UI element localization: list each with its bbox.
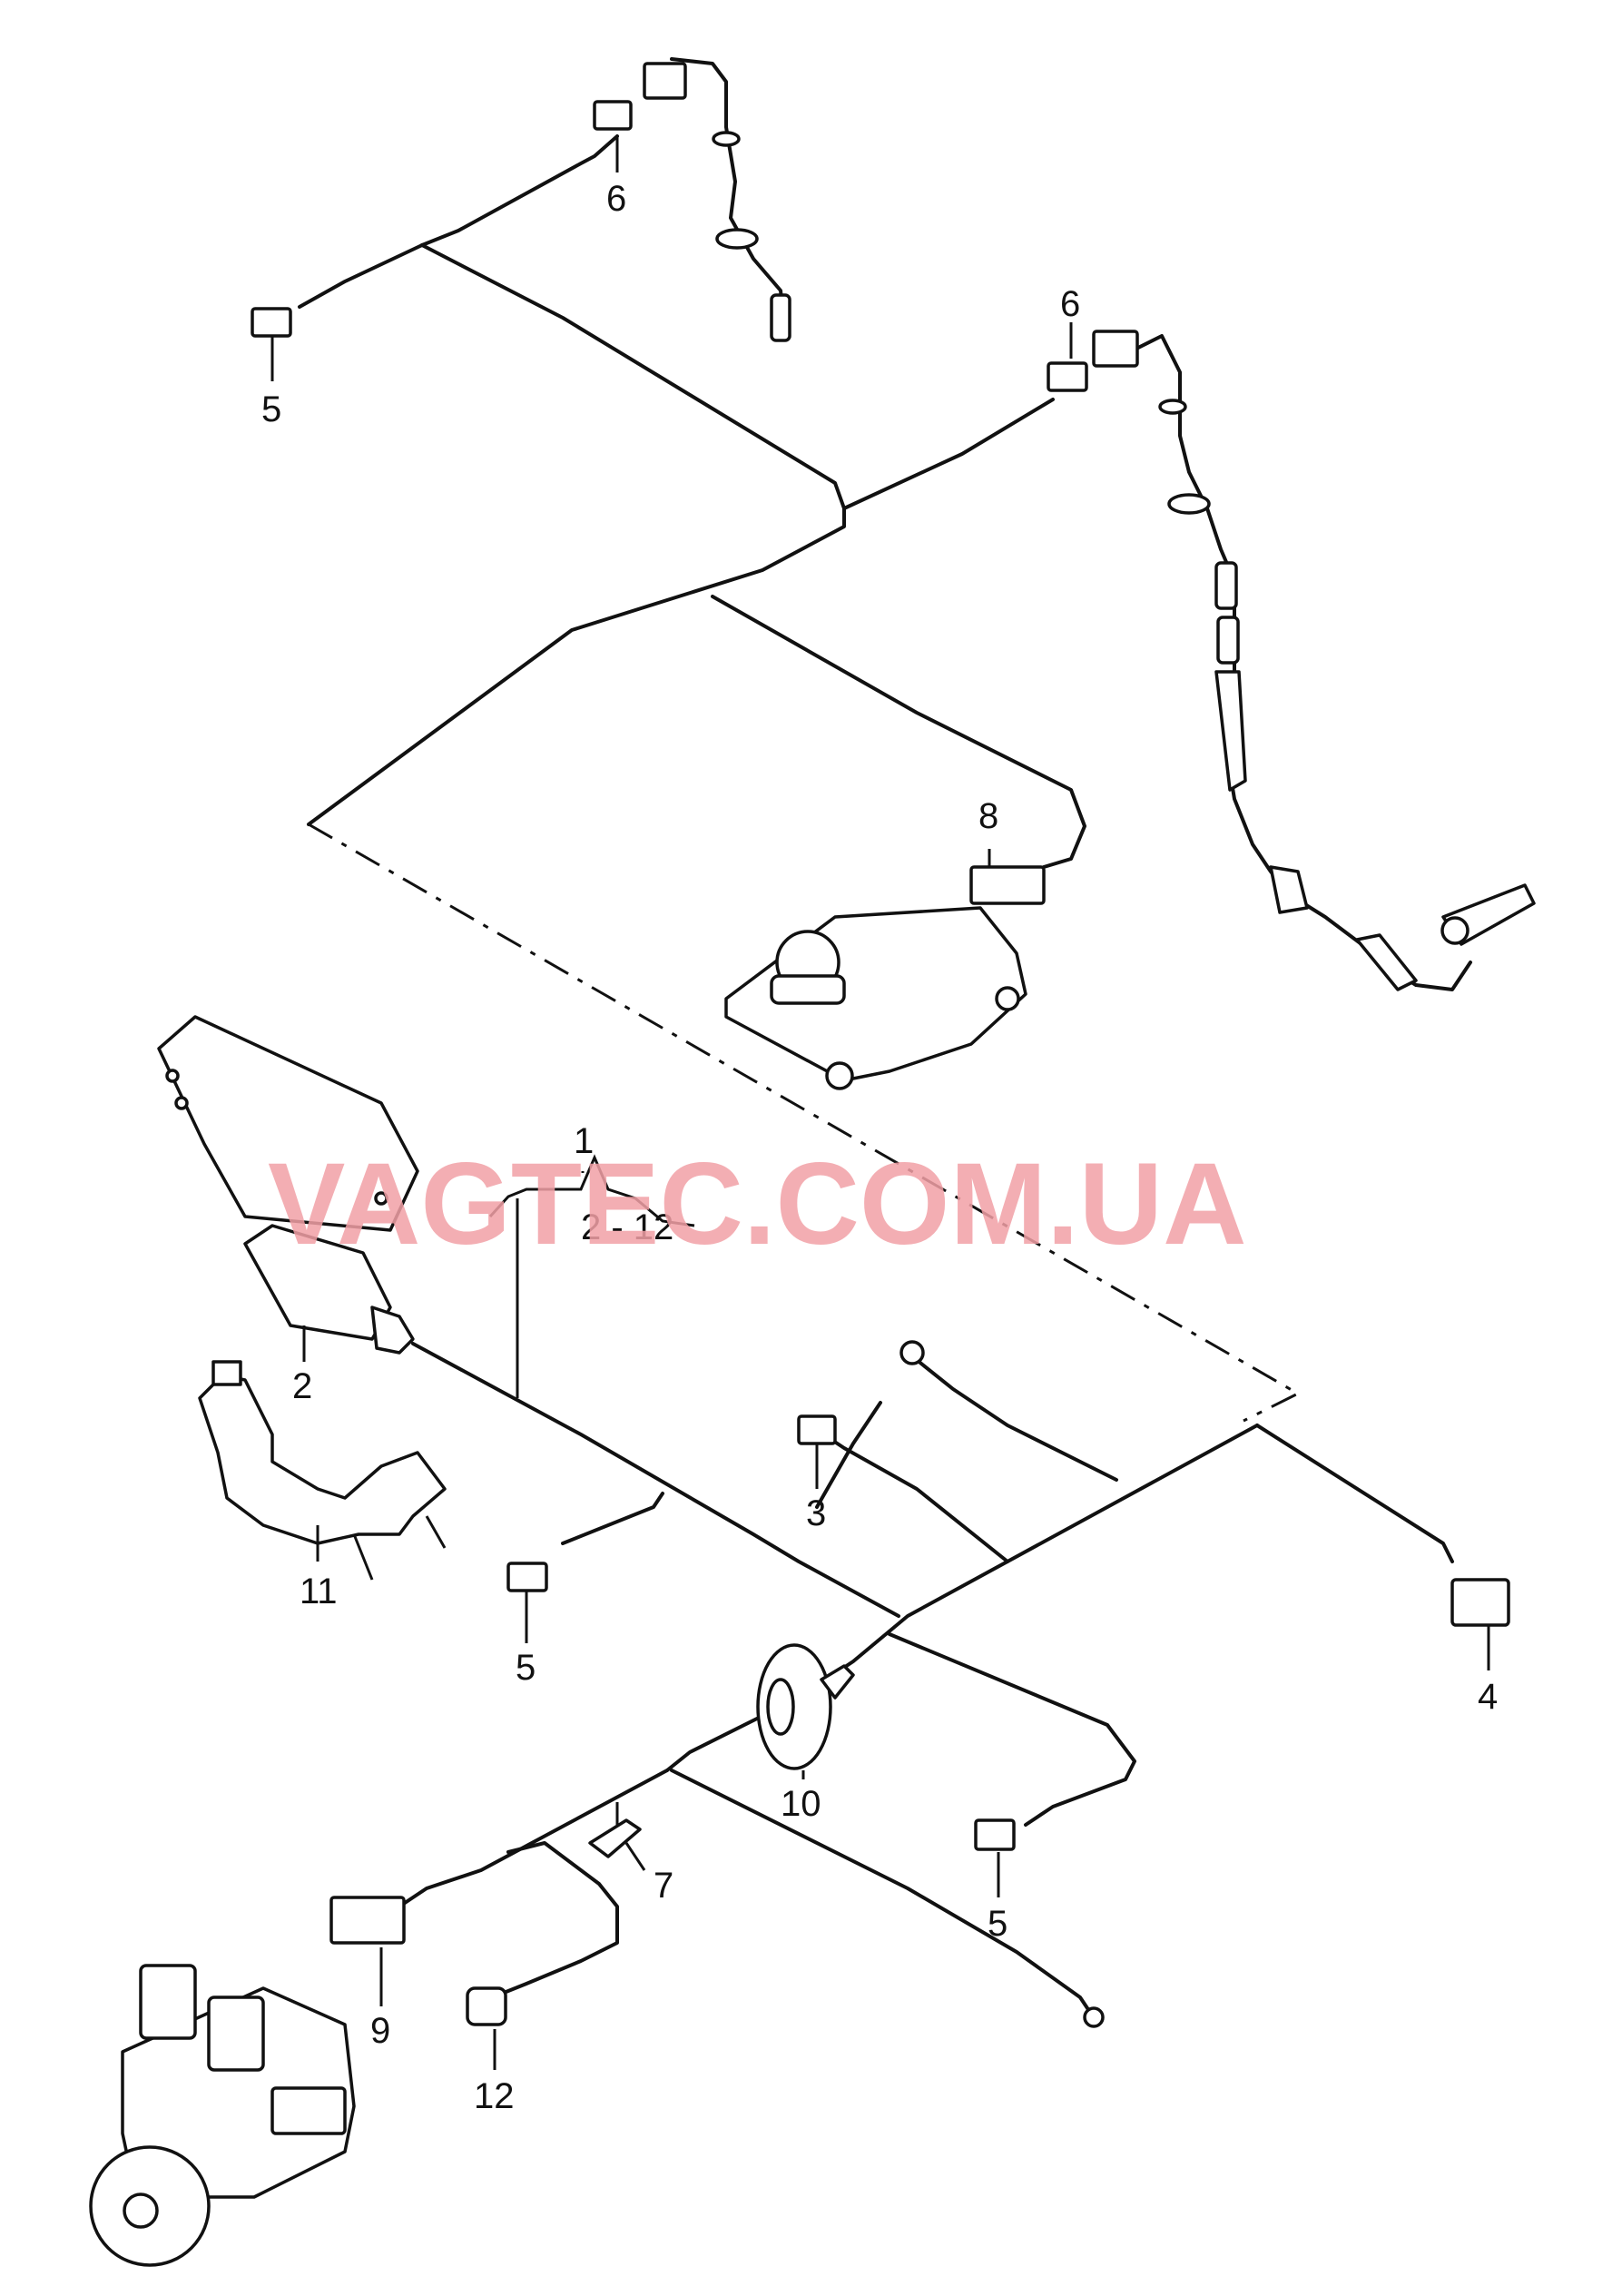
connector-4	[1450, 1578, 1510, 1627]
callout-2: 2	[292, 1366, 312, 1406]
control-unit-housing-icon	[157, 1015, 419, 1232]
callout-5a: 5	[261, 389, 281, 429]
bracket-11-icon	[198, 1360, 447, 1581]
grommet-icon	[1158, 399, 1187, 415]
callout-11: 11	[300, 1572, 338, 1611]
callout-10: 10	[781, 1784, 821, 1824]
callout-9: 9	[370, 2011, 390, 2051]
callout-5c: 5	[988, 1904, 1008, 1944]
callout-leaders	[270, 136, 1490, 2070]
callout-7: 7	[654, 1866, 673, 1906]
connector-5b	[506, 1562, 548, 1592]
grommet-icon	[715, 228, 759, 250]
sleeve-icon	[1214, 561, 1238, 610]
connector-5a	[251, 307, 292, 338]
abs-hydraulic-unit-icon	[89, 1964, 356, 2267]
sensor-tip-icon	[770, 293, 791, 342]
callout-3: 3	[806, 1493, 826, 1533]
grommet-10-icon	[756, 1643, 855, 1770]
grommet-icon	[712, 131, 741, 147]
sleeve-icon	[1216, 616, 1240, 665]
callout-1: 1	[574, 1121, 594, 1161]
connector-9	[329, 1896, 406, 1945]
callout-4: 4	[1478, 1677, 1498, 1717]
connector-8	[969, 865, 1046, 905]
clip-7-icon	[588, 1802, 642, 1858]
connector-12	[466, 1986, 507, 2026]
grommet-icon	[1167, 493, 1211, 515]
connector-3	[797, 1414, 837, 1445]
callout-8: 8	[978, 796, 998, 836]
watermark: VAGTEC.COM.UA	[268, 1139, 1247, 1269]
lower-harness	[398, 1340, 1454, 2028]
connector-6a	[593, 62, 687, 131]
connector-6b	[1047, 330, 1139, 392]
callout-2-12: 2 - 12	[581, 1207, 673, 1247]
upper-harness	[298, 57, 1536, 991]
callout-6a: 6	[606, 179, 626, 219]
callout-5b: 5	[516, 1648, 536, 1688]
protective-sleeve-icon	[1214, 670, 1247, 792]
airbag-control-unit-icon	[724, 906, 1027, 1090]
protective-sleeve-icon	[1269, 865, 1309, 914]
callout-labels: 6 5 6 8 1 2 - 12 2 3 11 5 4 10 7 5 9 12	[261, 179, 1498, 2116]
connector-5c	[974, 1818, 1016, 1851]
callout-6b: 6	[1060, 284, 1080, 324]
dashed-boundary-line	[308, 823, 1302, 1423]
protective-sleeve-icon	[1355, 933, 1418, 991]
callout-12: 12	[474, 2076, 515, 2116]
connector-2	[243, 1224, 900, 1618]
